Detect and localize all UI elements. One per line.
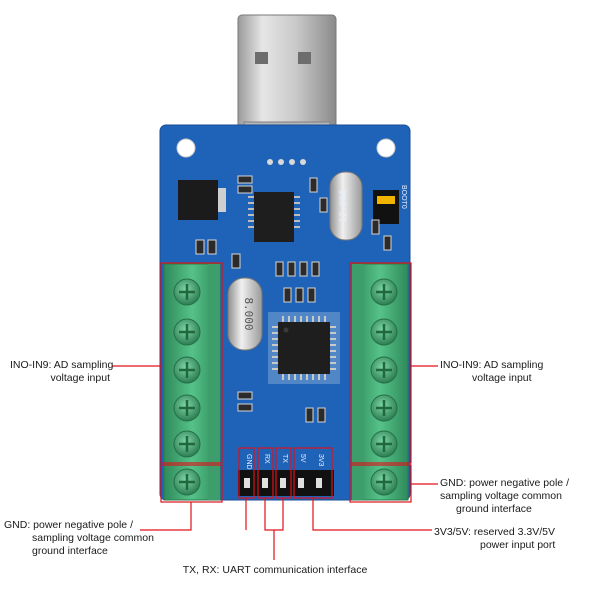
screw-terminal [370,356,398,384]
terminal-block-right [351,263,409,501]
screw-terminal [173,430,201,458]
header-gnd-label: GND [245,454,252,470]
annotation-lines [112,262,438,560]
terminal-block-left [163,263,221,501]
crystal-8-label: 8.000 [242,297,255,330]
boot-label: BOOT0 [400,185,407,209]
left-gnd-line1: GND: power negative pole / [4,519,133,531]
header-3v3-label: 3V3 [317,454,324,467]
pin-header [238,470,334,496]
right-input-box [349,262,412,464]
header-rx-label: RX [263,454,270,464]
screw-terminal [173,318,201,346]
uart-line1: TX, RX: UART communication interface [182,564,368,576]
right-gnd-annotation: GND: power negative pole / sampling volt… [440,477,598,516]
boot-jumper [373,190,399,224]
header-5v-label: 5V [299,454,306,463]
screw-terminal [173,468,201,496]
crystal-12mhz [329,171,363,241]
usb-slot-left [255,52,268,64]
usb-uart-chip [254,192,294,242]
screw-terminal [370,278,398,306]
uart-annotation: TX, RX: UART communication interface [150,564,400,577]
left-input-line2: voltage input [50,372,110,384]
power-line2: power input port [480,539,556,551]
right-input-line1: INO-IN9: AD sampling [440,359,544,371]
left-gnd-line3: ground interface [32,545,108,557]
mount-hole-right [376,138,396,158]
screw-terminal [370,394,398,422]
voltage-regulator [178,180,218,220]
right-gnd-line2: sampling voltage common [440,490,562,502]
left-input-line1: INO-IN9: AD sampling [10,359,114,371]
usb-plug [237,14,337,139]
right-input-line2: voltage input [472,372,532,384]
left-input-annotation: INO-IN9: AD sampling voltage input [10,359,114,385]
screw-terminal [370,430,398,458]
power-line1: 3V3/5V: reserved 3.3V/5V [434,526,556,538]
power-annotation: 3V3/5V: reserved 3.3V/5V power input por… [434,526,596,552]
crystal-8mhz [227,277,263,351]
usb-slot-right [298,52,311,64]
screw-terminal [173,394,201,422]
screw-terminal [370,468,398,496]
right-gnd-line1: GND: power negative pole / [440,477,569,489]
right-input-annotation: INO-IN9: AD sampling voltage input [440,359,590,385]
left-gnd-annotation: GND: power negative pole / sampling volt… [4,519,164,558]
header-tx-label: TX [281,454,288,463]
mount-hole-left [176,138,196,158]
screw-terminal [370,318,398,346]
left-input-box [160,262,223,464]
screw-terminal [173,278,201,306]
screw-terminal [173,356,201,384]
left-gnd-line2: sampling voltage common [32,532,154,544]
right-gnd-line3: ground interface [456,503,532,515]
crystal-12-label: 12.000 [339,190,349,223]
